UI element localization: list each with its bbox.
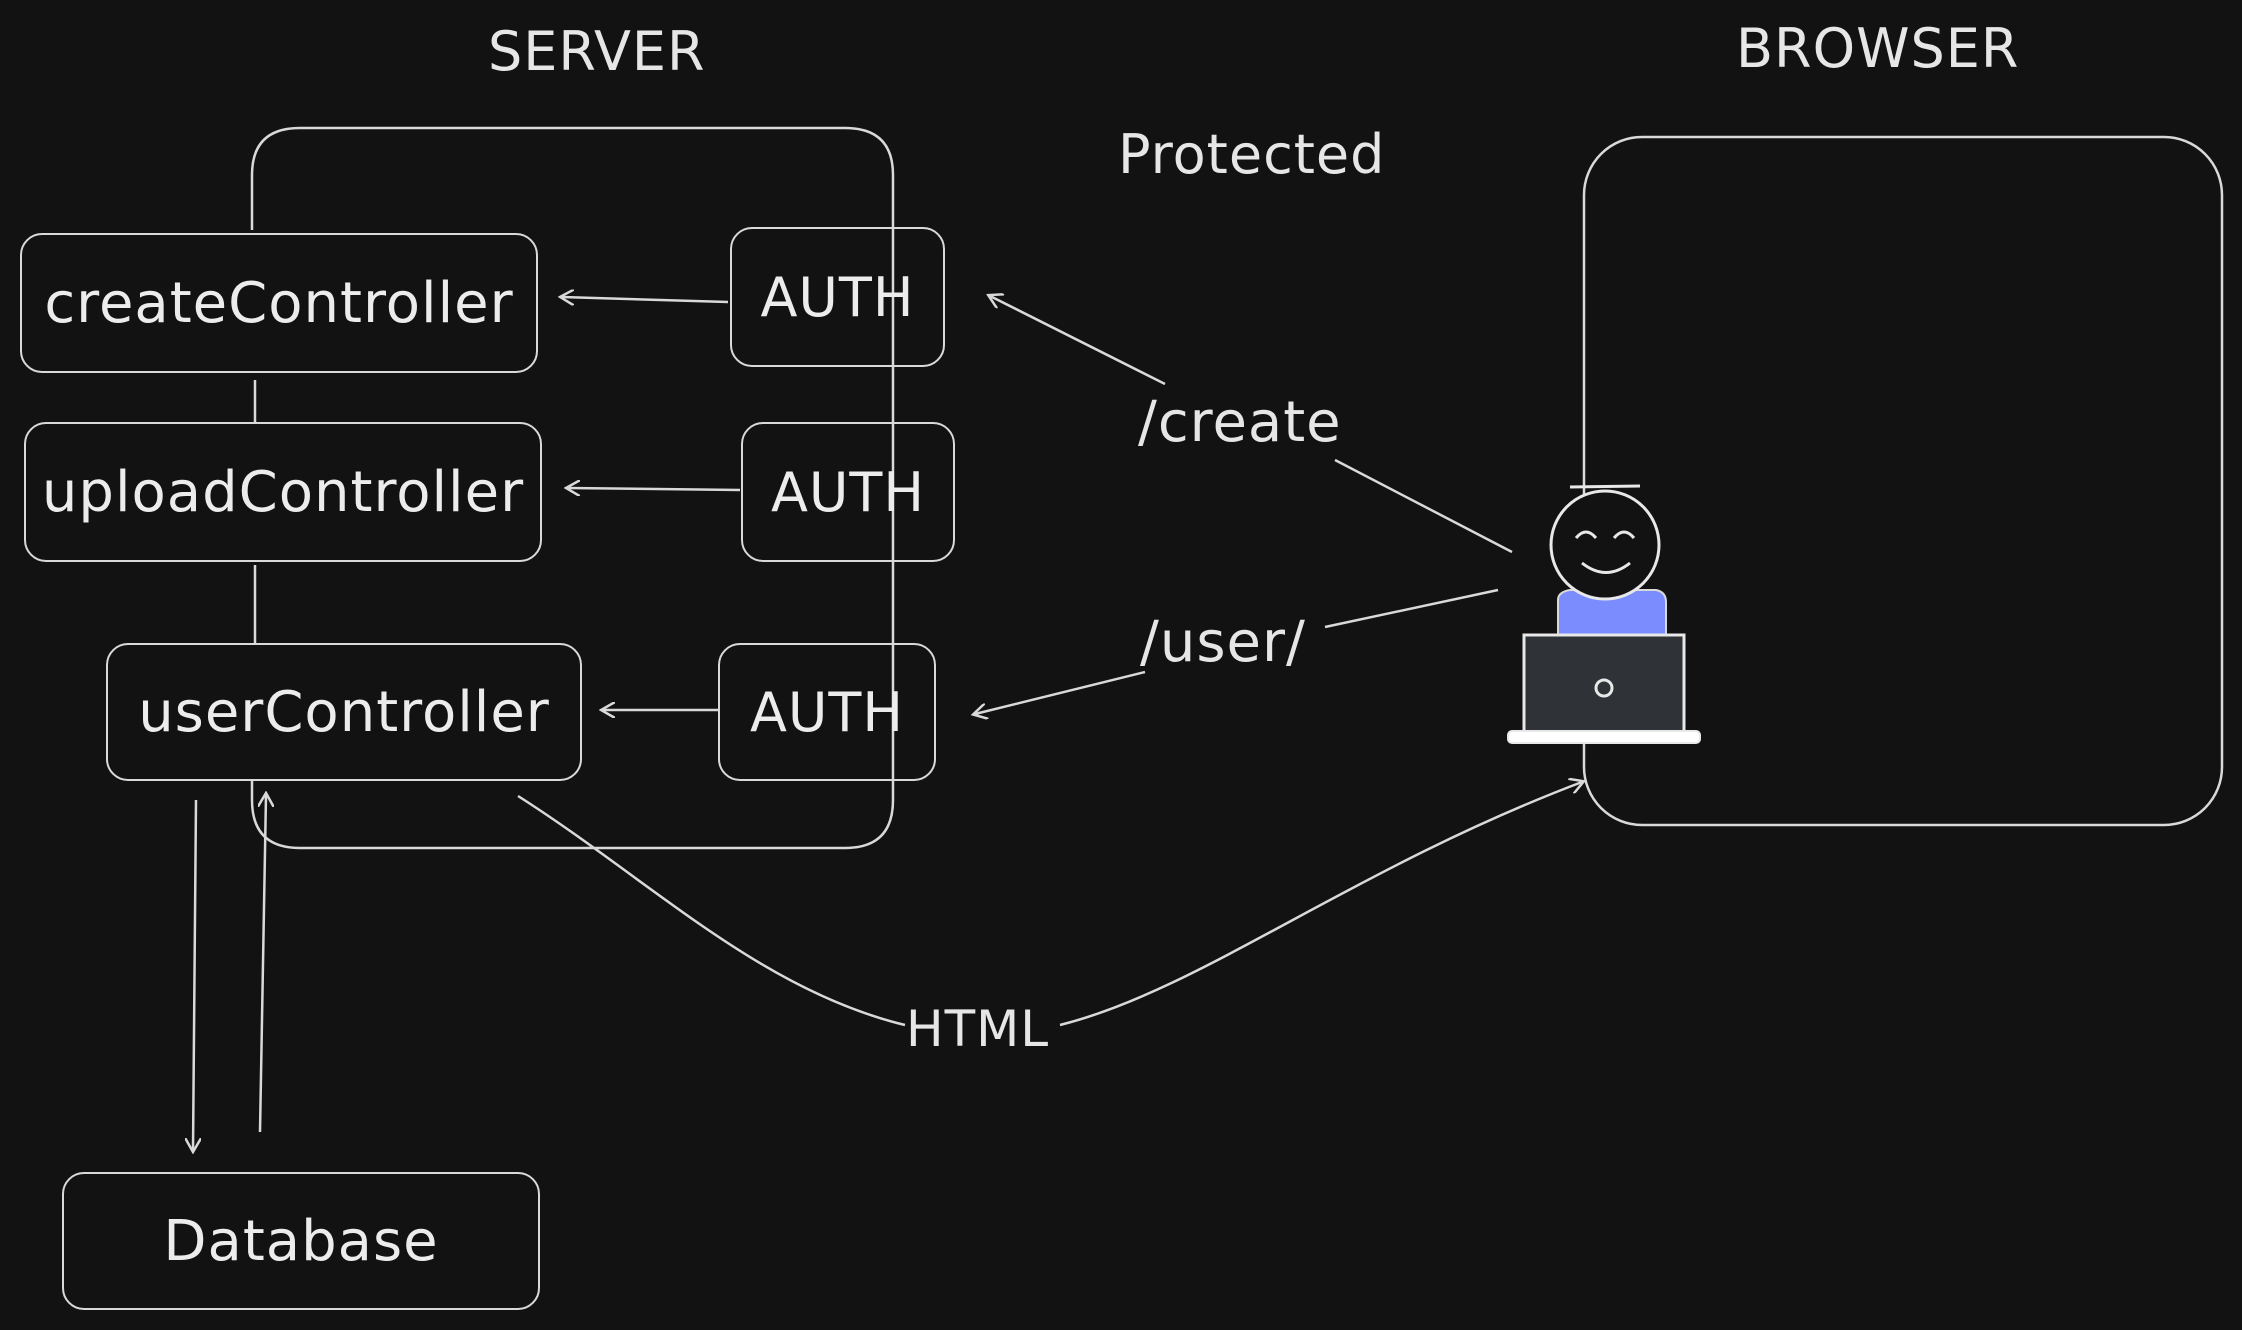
upload-controller-label: uploadController [41,459,525,525]
database-label: Database [163,1208,439,1274]
browser-heading: BROWSER [1736,17,2020,80]
user-controller-box: userController [106,643,582,781]
user-route-label: /user/ [1140,610,1306,675]
server-heading: SERVER [488,20,706,83]
create-route-label: /create [1138,390,1342,455]
create-controller-box: createController [20,233,538,373]
auth-box-create: AUTH [730,227,945,367]
browser-window [1582,135,2224,827]
database-box: Database [62,1172,540,1310]
protected-label: Protected [1118,123,1386,186]
user-controller-label: userController [138,679,550,745]
auth-label: AUTH [770,460,926,524]
create-request-arrow [990,296,1513,554]
from-database-arrow [260,795,266,1133]
auth-to-create-arrow [562,297,729,302]
auth-to-upload-arrow [568,488,741,490]
to-database-arrow [193,799,196,1150]
auth-box-upload: AUTH [741,422,955,562]
html-response-label: HTML [906,1000,1050,1058]
person-with-laptop-icon [1507,484,1701,744]
auth-label: AUTH [760,265,915,329]
html-response-arrow [517,782,1582,1027]
auth-box-user: AUTH [718,643,936,781]
create-controller-label: createController [44,270,514,336]
auth-label: AUTH [749,680,905,744]
protected-frame [250,126,895,850]
user-request-arrow [975,588,1499,714]
upload-controller-box: uploadController [24,422,542,562]
